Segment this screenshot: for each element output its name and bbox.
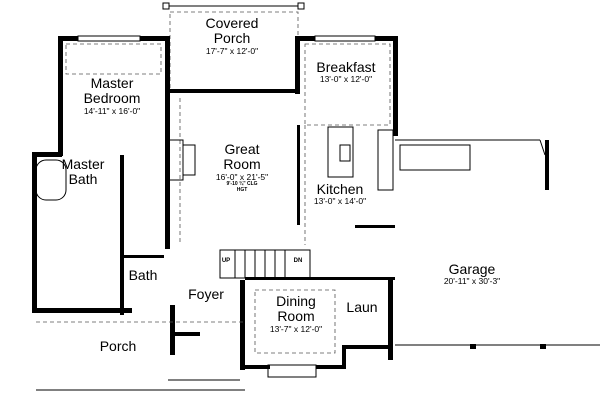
room-dimensions: 20'-11" x 30'-3" [443, 276, 501, 287]
room-dimensions: 13'-0" x 12'-0" [319, 74, 373, 85]
kitchen-island [327, 126, 354, 178]
master-bedroom-tray [65, 43, 162, 75]
room-dimensions: 16'-0" x 21'-5" [215, 171, 269, 182]
room-dimensions: 17'-7" x 12'-0" [205, 45, 259, 56]
room-name: Bath [128, 267, 158, 283]
room-name: Porch [99, 338, 137, 354]
ceiling-height: HGT [236, 186, 248, 193]
room-name: Foyer [188, 286, 224, 302]
room-dimensions: 14'-11" x 16'-0" [83, 105, 141, 116]
room-name: Porch [213, 30, 251, 47]
porch-label: Porch [99, 338, 137, 354]
kitchen-counter [377, 129, 394, 191]
staircase [219, 144, 471, 279]
bath-label: Bath [128, 267, 158, 283]
room-name: Dining [276, 293, 316, 309]
garage-outline [395, 139, 600, 349]
room-name: Breakfast [316, 59, 376, 75]
breakfast-tray [304, 43, 391, 126]
stairs-up-label: UP [221, 258, 231, 264]
room-name: Covered [205, 15, 259, 31]
room-name: Laun [346, 299, 378, 315]
room-name: Great [224, 141, 260, 157]
room-dimensions: 13'-7" x 12'-0" [269, 323, 323, 334]
room-name: Bath [68, 171, 98, 188]
room-name: Master [61, 156, 105, 172]
room-name: Kitchen [316, 181, 364, 197]
room-name: Master [90, 75, 134, 91]
room-name: Room [223, 156, 261, 173]
ceiling-height: 9'-10 ¾" CLG [226, 181, 258, 188]
walls [32, 35, 398, 378]
room-name: Room [277, 308, 315, 325]
bathtub [35, 159, 67, 201]
stairs-down-label: DN [293, 258, 303, 264]
front-porch-outline [36, 321, 245, 391]
foyer-label: Foyer [188, 286, 224, 302]
fireplace [167, 139, 196, 181]
room-name: Bedroom [83, 90, 141, 107]
room-name: Garage [448, 261, 496, 277]
dining-tray [254, 289, 336, 354]
room-dimensions: 13'-0" x 14'-0" [313, 196, 367, 207]
laundry-label: Laun [346, 299, 378, 315]
